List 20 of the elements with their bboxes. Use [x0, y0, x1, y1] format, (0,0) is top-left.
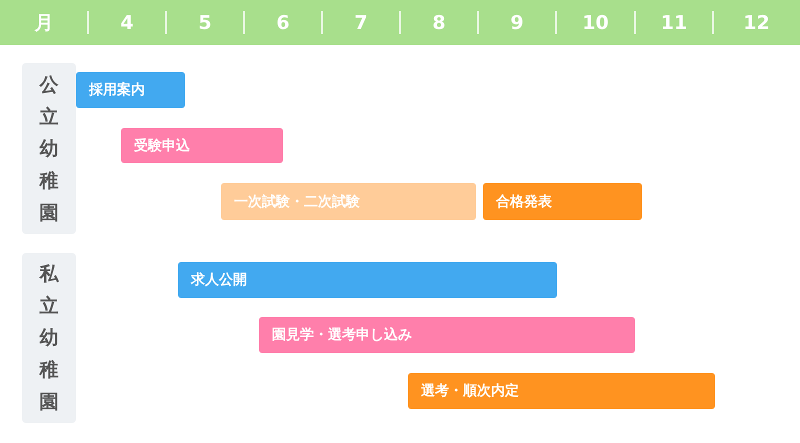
month-label: 8 [432, 12, 446, 34]
group-label-panel: 私立幼稚園 [22, 253, 76, 423]
month-label: 9 [510, 12, 524, 34]
header-band [0, 0, 800, 45]
month-label: 5 [198, 12, 212, 34]
month-label: 4 [120, 12, 134, 34]
schedule-bar: 合格発表 [483, 183, 642, 220]
month-label: 7 [354, 12, 368, 34]
month-label: 6 [276, 12, 290, 34]
schedule-bar: 一次試験・二次試験 [221, 183, 476, 220]
schedule-bar: 求人公開 [178, 262, 557, 298]
month-label: 11 [660, 12, 688, 34]
schedule-bar: 採用案内 [76, 72, 185, 108]
group-label-panel: 公立幼稚園 [22, 63, 76, 234]
schedule-bar: 選考・順次内定 [408, 373, 715, 409]
month-label: 10 [582, 12, 609, 34]
schedule-bar: 受験申込 [121, 128, 283, 163]
schedule-bar: 園見学・選考申し込み [259, 317, 635, 353]
month-label: 12 [743, 12, 770, 34]
month-label: 月 [34, 12, 54, 34]
